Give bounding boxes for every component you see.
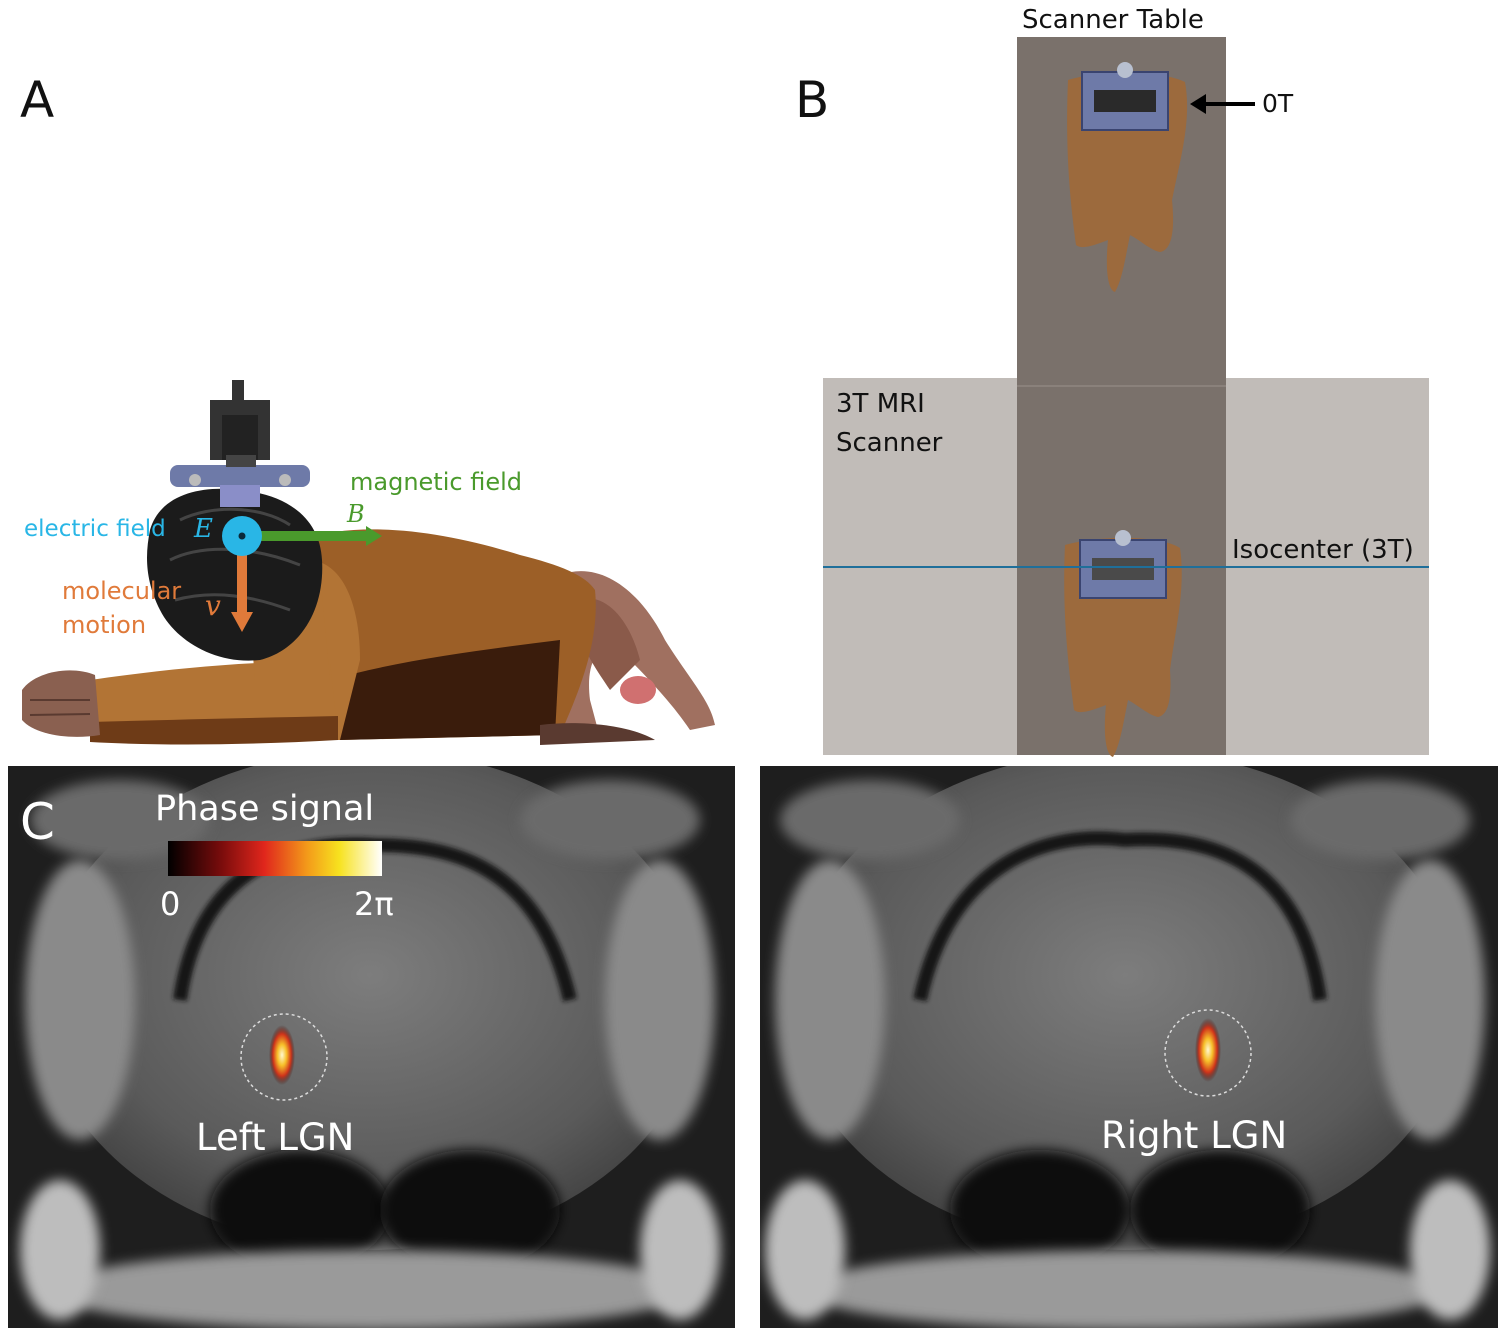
- panel-b: [823, 37, 1429, 757]
- monkey-top-view-0t: [1067, 62, 1188, 292]
- phase-colorbar: [168, 841, 382, 876]
- magnetic-field-arrowhead: [366, 526, 382, 546]
- colorbar-min-label: 0: [160, 885, 181, 923]
- scanner-label-2: Scanner: [836, 428, 943, 458]
- molecular-motion-label-1: molecular: [62, 577, 182, 605]
- panel-b-letter: B: [795, 71, 830, 129]
- velocity-symbol: v: [205, 589, 221, 622]
- right-lgn-roi-circle: [1164, 1009, 1252, 1097]
- isocenter-label: Isocenter (3T): [1232, 535, 1414, 565]
- right-lgn-phase-spot: [1195, 1018, 1221, 1082]
- zero-field-arrowhead: [1190, 94, 1206, 114]
- colorbar-title: Phase signal: [155, 789, 375, 829]
- zero-field-label: 0T: [1262, 89, 1294, 118]
- scanner-table-title: Scanner Table: [1022, 5, 1204, 35]
- scanner-label-1: 3T MRI: [836, 389, 925, 419]
- panel-a: [22, 380, 715, 745]
- magnetic-field-symbol: B: [347, 500, 365, 528]
- molecular-motion-arrowhead: [231, 612, 253, 632]
- left-lgn-label: Left LGN: [196, 1116, 355, 1159]
- monkey-top-view-3t: [1064, 530, 1182, 757]
- magnetic-field-label: magnetic field: [350, 468, 522, 496]
- mri-slice-right: [760, 766, 1498, 1328]
- right-lgn-label: Right LGN: [1101, 1114, 1288, 1157]
- electric-field-label: electric field: [24, 516, 166, 542]
- molecular-motion-label-2: motion: [62, 611, 147, 639]
- colorbar-max-label: 2π: [354, 885, 394, 923]
- panel-a-letter: A: [20, 71, 55, 129]
- panel-c: [8, 766, 1498, 1328]
- left-lgn-phase-spot: [269, 1025, 295, 1085]
- panel-c-letter: C: [20, 793, 55, 851]
- monkey-illustration: [22, 380, 715, 745]
- electric-field-dot: [238, 532, 246, 540]
- mri-slice-left: [8, 766, 735, 1328]
- left-lgn-roi-circle: [240, 1013, 328, 1101]
- electric-field-symbol-text: E: [194, 514, 213, 544]
